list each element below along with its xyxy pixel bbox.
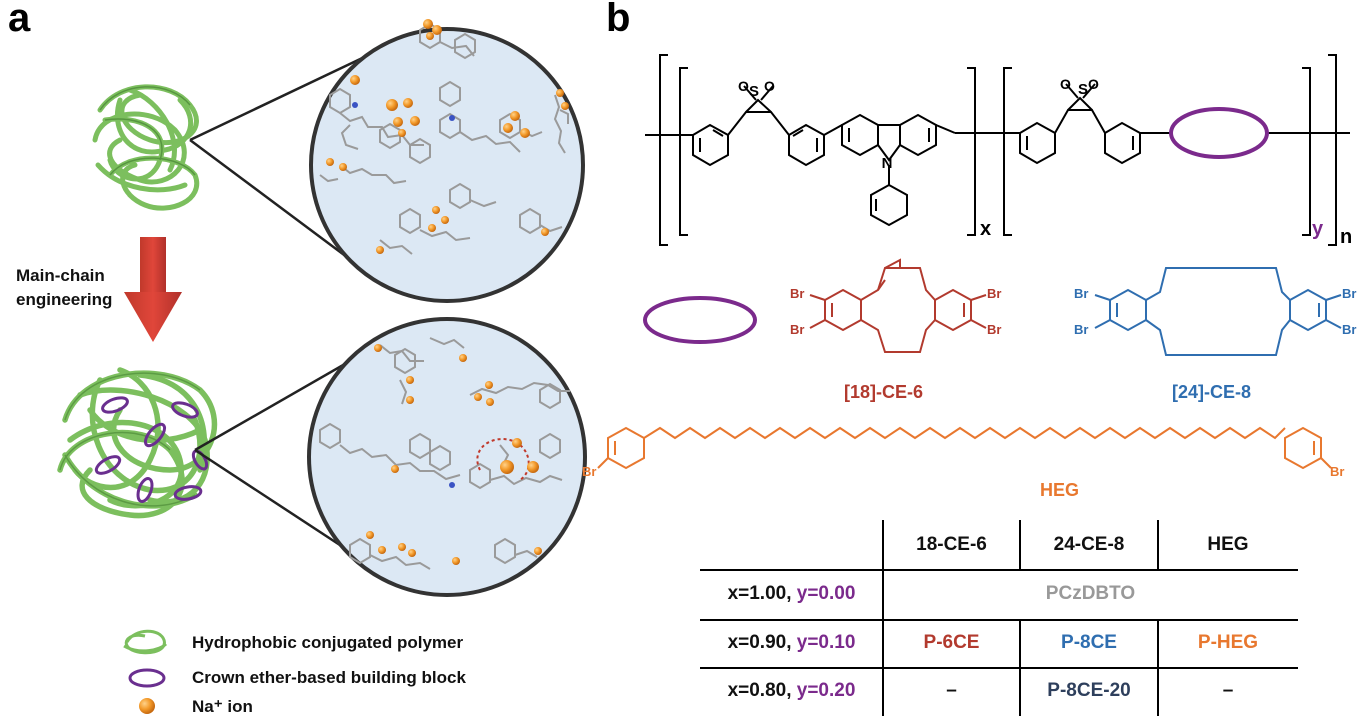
ce18-br-br: Br [987,322,1002,337]
arrow-label: Main-chain engineering [16,264,112,312]
panel-label-b: b [606,0,631,40]
row2-label: x=0.90, y=0.10 [700,632,883,654]
ce18-br-bl: Br [790,322,805,337]
legend-na-text: Na⁺ ion [192,697,253,716]
composition-table: 18-CE-6 24-CE-8 HEG x=1.00, y=0.00 PCzDB… [700,520,1300,716]
arrow-label-line1: Main-chain [16,266,105,285]
arrow-label-line2: engineering [16,290,113,309]
atom-N: N [882,155,893,172]
label-18-ce-6: [18]-CE-6 [844,382,924,402]
ce24-br-bl: Br [1074,322,1089,337]
table-grid [700,520,1298,716]
zoom-circle-top [309,27,585,303]
ce24-br-br: Br [1342,322,1357,337]
atom-O-1b: O [764,78,775,94]
subscript-x: x [980,218,992,240]
row1-label: x=1.00, y=0.00 [700,583,883,605]
atom-O-2b: O [1088,76,1099,92]
header-18-ce-6: 18-CE-6 [916,534,987,555]
legend-na-icon [139,698,155,714]
polymer-structure [645,54,1350,246]
label-heg: HEG [1040,480,1080,500]
na-ions-top [326,19,569,254]
crown-ellipse-chain [1169,107,1269,159]
cell-dash-1: – [946,680,957,701]
structure-heg [597,426,1332,470]
row2-x: x=0.90, [727,632,797,653]
row3-label: x=0.80, y=0.20 [700,680,883,702]
structure-18-ce-6 [809,258,987,353]
polymer-coil-top [92,84,200,211]
ce24-br-tr: Br [1342,286,1357,301]
ce18-br-tr: Br [987,286,1002,301]
molecule-fragments-top [319,22,569,255]
atom-O-2a: O [1060,76,1071,92]
ce24-br-tl: Br [1074,286,1089,301]
engineering-arrow [124,237,182,342]
panel-label-a: a [8,0,31,40]
ce18-br-tl: Br [790,286,805,301]
cell-p-8ce-20: P-8CE-20 [1047,680,1131,701]
atom-S-1: S [749,83,759,100]
molecule-fragments-bottom [319,337,570,570]
subscript-n: n [1340,226,1353,248]
atom-O-1a: O [738,78,749,94]
row3-x: x=0.80, [727,680,797,701]
heg-br-left: Br [582,464,597,479]
cell-p-heg: P-HEG [1197,632,1259,653]
legend-polymer-icon [123,629,168,655]
row1-y: y=0.00 [796,583,856,604]
cell-dash-2: – [1222,680,1234,701]
label-24-ce-8: [24]-CE-8 [1172,382,1252,402]
header-24-ce-8: 24-CE-8 [1053,534,1125,555]
row1-x: x=1.00, [727,583,797,604]
cell-pczdbto: PCzDBTO [1045,583,1136,604]
crown-ellipse-legend [643,296,757,344]
subscript-y: y [1312,218,1324,240]
atom-S-2: S [1078,81,1088,98]
na-ions-bottom [366,344,542,565]
cell-p-6ce: P-6CE [923,632,980,653]
legend-crown-icon [128,668,166,688]
structure-24-ce-8 [1094,267,1342,356]
row2-y: y=0.10 [796,632,856,653]
cell-p-8ce: P-8CE [1061,632,1117,653]
row3-y: y=0.20 [796,680,856,701]
legend-polymer-text: Hydrophobic conjugated polymer [192,633,464,652]
legend-crown-text: Crown ether-based building block [192,668,466,687]
heg-br-right: Br [1330,464,1345,479]
header-heg: HEG [1207,534,1249,555]
